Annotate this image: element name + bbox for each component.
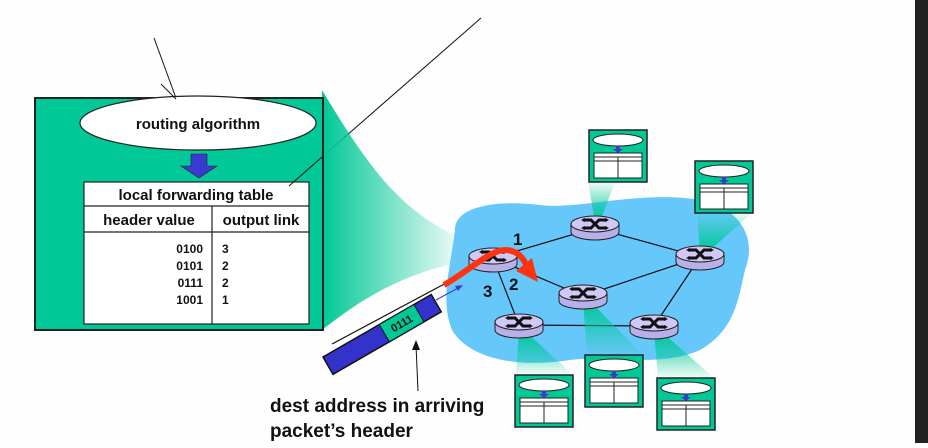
mini-router-table-r4	[584, 354, 644, 408]
callout-line-left-inner	[160, 83, 177, 100]
beam-r2	[588, 182, 615, 222]
forwarding-diagram: 1 2 3 0111 dest address in arriving pack…	[34, 17, 754, 442]
mini-router-table-r6	[656, 377, 716, 431]
table-row: 1001 1	[176, 293, 229, 307]
beam-r4	[583, 302, 641, 353]
table-title: local forwarding table	[118, 187, 273, 204]
arriving-packet: 0111	[321, 293, 443, 376]
routing-algorithm-oval	[79, 95, 317, 151]
packet-direction-arrowhead	[455, 285, 463, 291]
router-4	[557, 283, 609, 311]
router-5	[493, 312, 545, 340]
row-header-value: 0111	[178, 276, 204, 290]
caption-line-1: dest address in arriving	[270, 396, 484, 417]
callout-line-left	[153, 37, 177, 99]
row-output-link: 3	[222, 242, 229, 256]
routing-algorithm-label: routing algorithm	[136, 116, 260, 133]
mini-router-table-r5	[514, 374, 574, 428]
row-output-link: 2	[222, 259, 229, 273]
beam-r3	[697, 213, 752, 252]
down-arrow-icon	[180, 153, 218, 179]
router-3	[674, 244, 726, 272]
row-header-value: 0101	[176, 259, 203, 273]
row-header-value: 1001	[176, 293, 203, 307]
table-row: 0111 2	[178, 276, 229, 290]
table-row: 0101 2	[176, 259, 229, 273]
beam-r6	[654, 332, 714, 378]
zoom-beam	[322, 90, 460, 330]
mini-router-table-r2	[588, 129, 648, 183]
row-output-link: 1	[222, 293, 229, 307]
router-detail-box: routing algorithm local forwarding table…	[34, 95, 324, 331]
router-6	[628, 313, 680, 341]
row-output-link: 2	[222, 276, 229, 290]
column-header-value: header value	[103, 212, 195, 229]
link-label-1: 1	[513, 230, 522, 249]
caption-pointer	[415, 344, 419, 392]
forwarding-arrowhead	[516, 258, 538, 282]
packet-direction-arrow	[435, 286, 461, 301]
mini-router-table-r3	[694, 160, 754, 214]
caption-pointer-head	[412, 340, 420, 350]
row-header-value: 0100	[176, 242, 203, 256]
callout-line-right-inner	[288, 156, 323, 187]
beam-r5	[516, 331, 572, 374]
link-label-2: 2	[509, 275, 518, 294]
link-label-3: 3	[483, 282, 492, 301]
column-header-link: output link	[223, 212, 300, 229]
window-edge-bar	[915, 0, 928, 443]
table-row: 0100 3	[176, 242, 229, 256]
router-2	[569, 214, 621, 242]
caption-line-2: packet’s header	[270, 421, 414, 442]
forwarding-path-arrow	[442, 246, 531, 288]
